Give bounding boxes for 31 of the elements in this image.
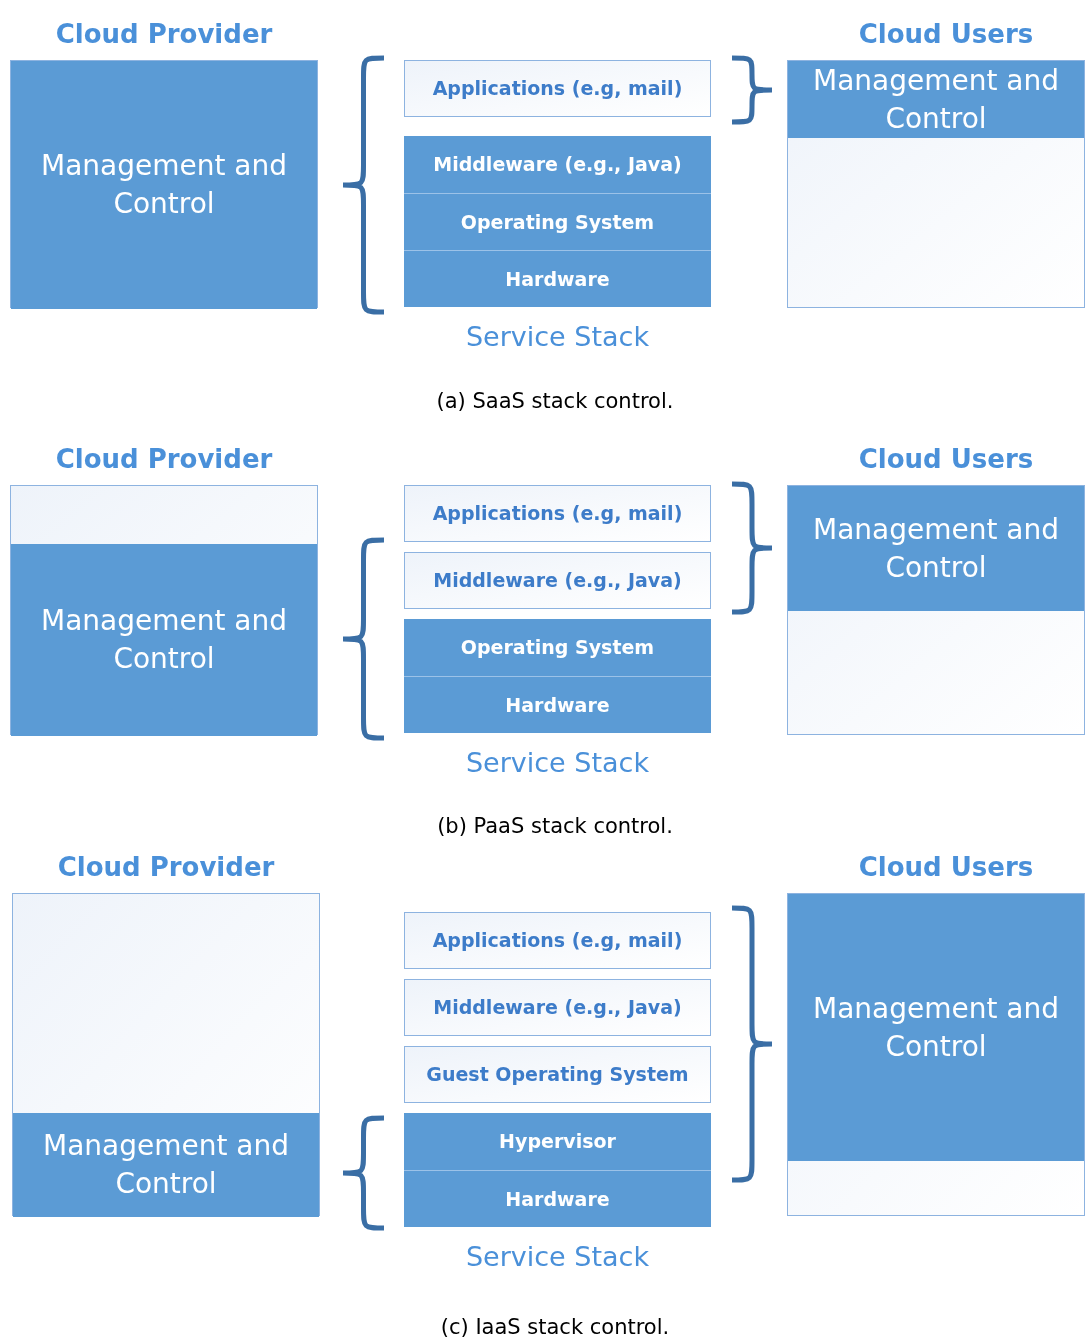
control-block: Management and Control <box>788 894 1084 1161</box>
stack-layer: Operating System <box>404 619 711 676</box>
stack-layer: Applications (e.g, mail) <box>404 485 711 542</box>
control-block: Management and Control <box>788 486 1084 611</box>
control-block: Management and Control <box>11 544 317 736</box>
stack-title: Service Stack <box>464 746 651 780</box>
stack-layer: Hypervisor <box>404 1113 711 1170</box>
caption: (a) SaaS stack control. <box>435 388 675 415</box>
stack-layer: Hardware <box>404 676 711 733</box>
control-block: Management and Control <box>788 61 1084 138</box>
stack-layer: Middleware (e.g., Java) <box>404 136 711 193</box>
stack-layer: Hardware <box>404 250 711 307</box>
panel-heading: Cloud Users <box>857 442 1035 476</box>
panel-heading: Cloud Users <box>857 17 1035 51</box>
panel-heading: Cloud Users <box>857 850 1035 884</box>
stack-layer: Applications (e.g, mail) <box>404 60 711 117</box>
control-block: Management and Control <box>13 1113 319 1217</box>
stack-title: Service Stack <box>464 1240 651 1274</box>
stack-title: Service Stack <box>464 320 651 354</box>
stack-layer: Guest Operating System <box>404 1046 711 1103</box>
panel-heading: Cloud Provider <box>54 17 274 51</box>
stack-layer: Operating System <box>404 193 711 250</box>
stack-layer: Middleware (e.g., Java) <box>404 979 711 1036</box>
control-block: Management and Control <box>11 61 317 309</box>
panel-heading: Cloud Provider <box>56 850 276 884</box>
stack-layer: Hardware <box>404 1170 711 1227</box>
caption: (b) PaaS stack control. <box>436 813 674 840</box>
stack-layer: Middleware (e.g., Java) <box>404 552 711 609</box>
panel-heading: Cloud Provider <box>54 442 274 476</box>
stack-layer: Applications (e.g, mail) <box>404 912 711 969</box>
caption: (c) IaaS stack control. <box>439 1314 671 1340</box>
